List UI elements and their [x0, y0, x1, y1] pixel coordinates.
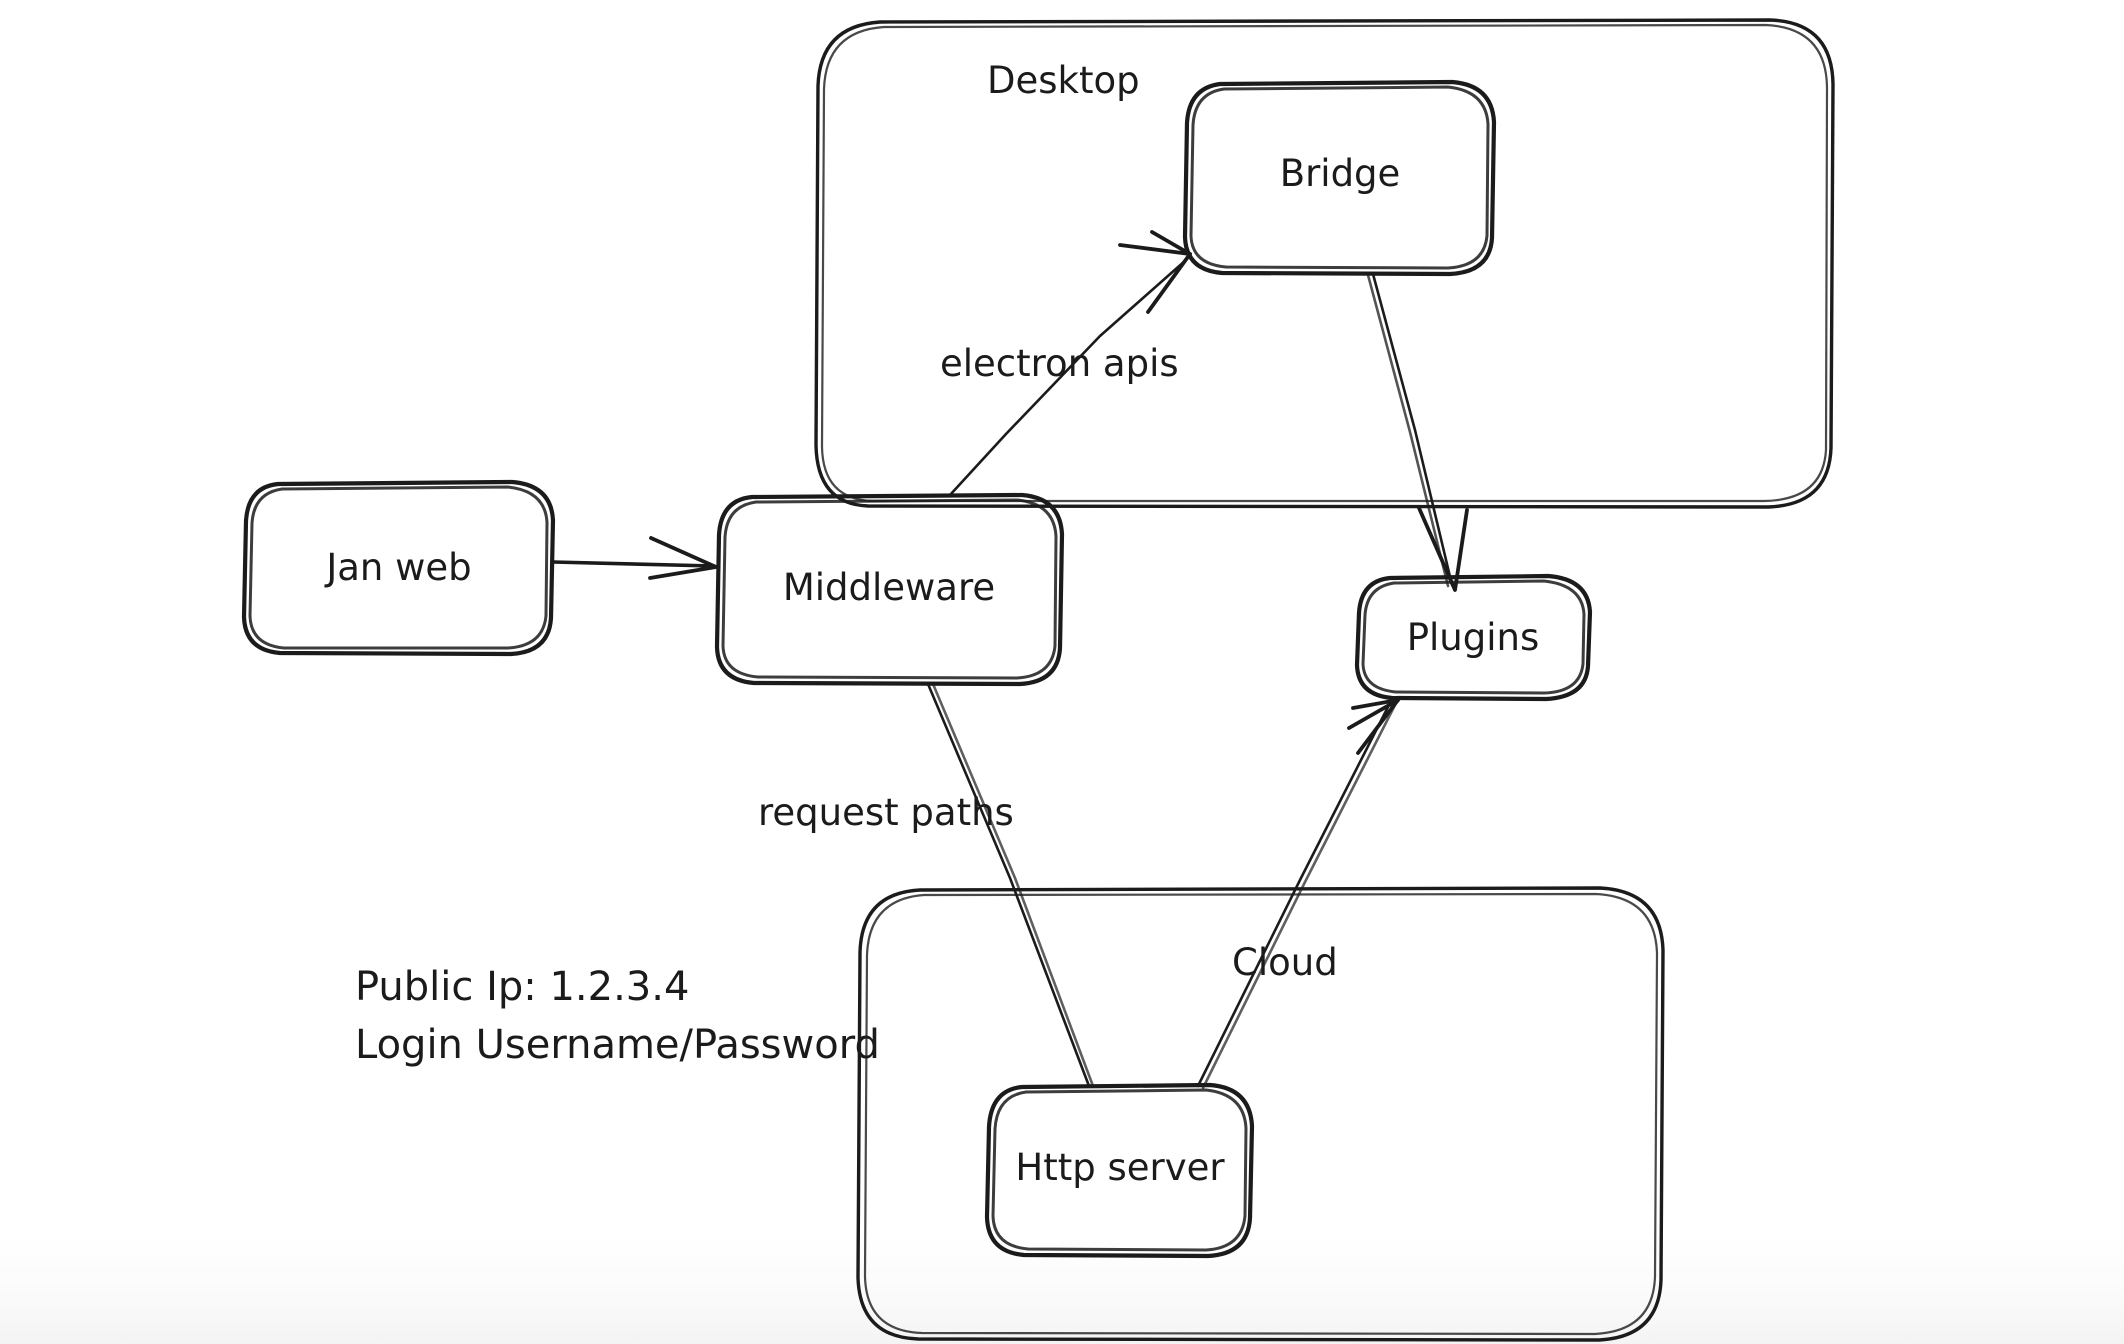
node-label-bridge: Bridge — [1280, 152, 1401, 195]
node-label-jan-web: Jan web — [324, 546, 471, 589]
edge-http-to-plugins — [1196, 698, 1400, 1090]
node-middleware[interactable] — [714, 492, 1065, 687]
note-login: Login Username/Password — [355, 1022, 880, 1068]
edge-middleware-to-bridge — [948, 230, 1192, 497]
edge-label-cloud: Cloud — [1232, 941, 1338, 984]
group-desktop — [814, 18, 1835, 509]
group-cloud-container — [856, 886, 1665, 1342]
edge-janweb-to-middleware — [551, 536, 718, 580]
node-jan-web[interactable] — [241, 479, 556, 657]
node-label-plugins: Plugins — [1407, 616, 1540, 659]
node-http-server[interactable] — [984, 1082, 1255, 1259]
edge-middleware-to-http — [926, 682, 1095, 1088]
edge-bridge-to-plugins — [1366, 272, 1469, 592]
note-public-ip: Public Ip: 1.2.3.4 — [355, 964, 689, 1010]
node-label-middleware: Middleware — [783, 566, 995, 609]
edge-label-request-paths: request paths — [758, 791, 1014, 834]
node-plugins[interactable] — [1354, 573, 1593, 702]
group-label-desktop: Desktop — [987, 59, 1140, 102]
node-label-http-server: Http server — [1015, 1146, 1225, 1189]
edge-label-electron-apis: electron apis — [940, 342, 1179, 385]
node-bridge[interactable] — [1182, 79, 1497, 277]
